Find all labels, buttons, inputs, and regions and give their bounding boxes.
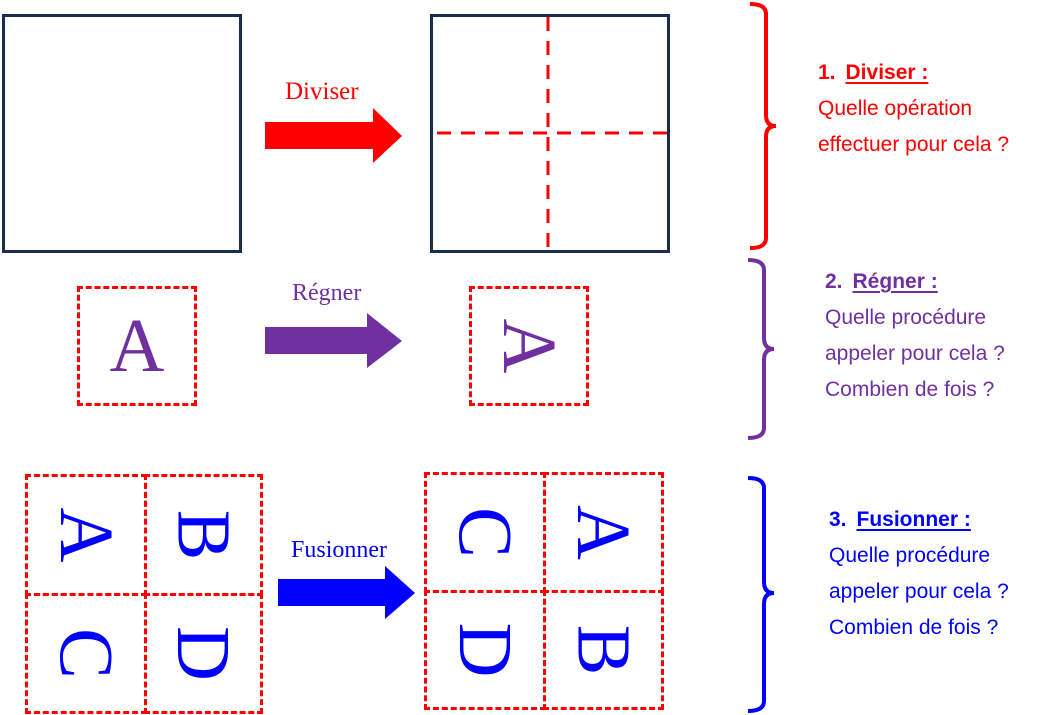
grid-cell: C <box>424 472 546 593</box>
description-line: appeler pour cela ? <box>829 580 1009 603</box>
conquer-description: 2. Régner : Quelle procédure appeler pour… <box>825 264 1005 408</box>
description-line: Combien de fois ? <box>829 616 999 639</box>
grid-letter: D <box>161 626 246 681</box>
description-line: Quelle procédure <box>825 306 987 329</box>
grid-cell: B <box>543 590 664 710</box>
merged-grid: C A D B <box>424 472 664 710</box>
description-line: Quelle procédure <box>829 544 991 567</box>
step-title: Fusionner : <box>856 508 971 531</box>
description-line: appeler pour cela ? <box>825 342 1005 365</box>
grid-cell: D <box>144 593 263 714</box>
division-lines <box>437 17 667 250</box>
grid-letter: B <box>161 509 246 561</box>
grid-letter: A <box>44 507 128 563</box>
grid-cell: B <box>144 474 263 596</box>
subresults-grid: A B C D <box>25 474 263 714</box>
divide-arrow-icon <box>265 108 402 163</box>
solved-letter: A <box>487 318 571 374</box>
step-title: Diviser : <box>845 61 929 84</box>
divide-heading: 1. Diviser : <box>818 55 1009 91</box>
merge-heading: 3. Fusionner : <box>829 502 1009 538</box>
divide-arrow-label: Diviser <box>285 78 359 105</box>
step-number: 3. <box>829 508 847 531</box>
grid-cell: A <box>25 474 147 596</box>
step-title: Régner : <box>852 270 938 293</box>
merge-arrow-icon <box>278 566 415 619</box>
grid-letter: D <box>443 622 527 678</box>
conquer-arrow-icon <box>265 313 402 368</box>
grid-letter: A <box>561 505 646 560</box>
conquer-heading: 2. Régner : <box>825 264 1005 300</box>
step-number: 1. <box>818 61 836 84</box>
step-number: 2. <box>825 270 843 293</box>
merge-brace-icon <box>747 476 775 713</box>
divide-brace-icon <box>749 2 777 250</box>
grid-cell: A <box>543 472 664 593</box>
grid-letter: B <box>561 624 646 676</box>
grid-letter: C <box>443 507 527 558</box>
grid-cell: C <box>25 593 147 714</box>
divided-square <box>430 14 670 253</box>
subproblem-box: A <box>77 286 197 406</box>
description-line: Quelle opération <box>818 97 973 120</box>
grid-letter: C <box>44 628 128 679</box>
subproblem-letter: A <box>109 304 165 388</box>
conquer-brace-icon <box>747 258 775 440</box>
merge-arrow-label: Fusionner <box>291 537 387 563</box>
grid-cell: D <box>424 590 546 710</box>
description-line: Combien de fois ? <box>825 378 995 401</box>
solved-subproblem-box: A <box>469 286 589 406</box>
original-square <box>2 14 242 253</box>
description-line: effectuer pour cela ? <box>818 133 1010 156</box>
merge-description: 3. Fusionner : Quelle procédure appeler p… <box>829 502 1009 646</box>
conquer-arrow-label: Régner <box>292 280 362 306</box>
divide-description: 1. Diviser : Quelle opération effectuer p… <box>818 55 1009 163</box>
